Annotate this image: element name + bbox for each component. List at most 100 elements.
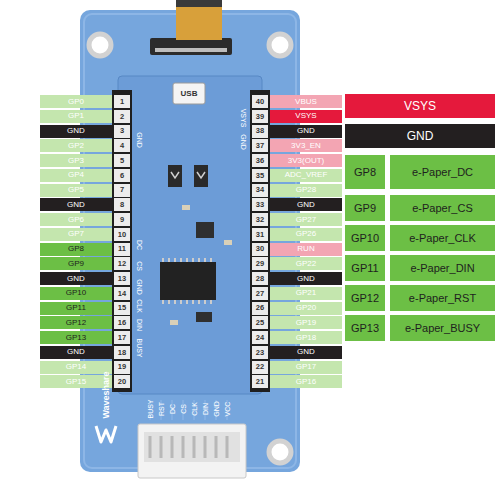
pin-label: 39 bbox=[256, 113, 264, 121]
pin-name-box: GP0 bbox=[40, 95, 112, 108]
pin-label: 18 bbox=[118, 349, 126, 357]
epaper-signal-box: e-Paper_RST bbox=[390, 285, 495, 311]
pin-label: 27 bbox=[256, 290, 264, 298]
pin-label: 29 bbox=[256, 260, 264, 268]
pin-label: 2 bbox=[120, 113, 124, 121]
pin-number-box: 13 bbox=[114, 272, 130, 285]
pin-name-box: GP26 bbox=[270, 228, 342, 241]
pin-label: 5 bbox=[120, 157, 124, 165]
pin-number-box: 31 bbox=[252, 228, 268, 241]
pin-label: 9 bbox=[120, 216, 124, 224]
smd-capacitor bbox=[224, 240, 232, 245]
gpio-key-box: GP11 bbox=[345, 255, 385, 281]
pin-label: 3V3_EN bbox=[291, 142, 321, 150]
pin-label: 16 bbox=[118, 319, 126, 327]
pin-number-box: 23 bbox=[252, 346, 268, 359]
pin-name-box: GP21 bbox=[270, 287, 342, 300]
pin-label: 25 bbox=[256, 319, 264, 327]
pin-name-box: GP5 bbox=[40, 184, 112, 197]
pin-name-box: GP19 bbox=[270, 316, 342, 329]
ic-pins bbox=[163, 258, 211, 304]
pin-number-box: 11 bbox=[114, 243, 130, 256]
pin-label: GP22 bbox=[296, 260, 316, 268]
pin-name-box: VBUS bbox=[270, 95, 342, 108]
pin-label: 34 bbox=[256, 186, 264, 194]
epaper-signal-box: e-Paper_CS bbox=[390, 195, 495, 221]
fpc-connector bbox=[150, 38, 232, 55]
pin-name-box: GND bbox=[40, 198, 112, 211]
pin-number-box: 10 bbox=[114, 228, 130, 241]
pin-number-box: 7 bbox=[114, 184, 130, 197]
pin-label: 12 bbox=[118, 260, 126, 268]
pin-number-box: 1 bbox=[114, 95, 130, 108]
pin-number-box: 40 bbox=[252, 95, 268, 108]
pin-name-box: GP2 bbox=[40, 139, 112, 152]
pin-name-box: GP4 bbox=[40, 169, 112, 182]
pin-name-box: GP27 bbox=[270, 213, 342, 226]
pin-label: e-Paper_CLK bbox=[409, 233, 476, 244]
pin-name-box: ADC_VREF bbox=[270, 169, 342, 182]
pin-label: 35 bbox=[256, 172, 264, 180]
pin-number-box: 15 bbox=[114, 302, 130, 315]
pin-label: 11 bbox=[118, 245, 126, 253]
pin-label: 7 bbox=[120, 186, 124, 194]
pin-label: 23 bbox=[256, 349, 264, 357]
board-outline bbox=[80, 10, 300, 472]
pin-name-box: GP20 bbox=[270, 302, 342, 315]
pico-module bbox=[118, 76, 262, 394]
pin-label: RUN bbox=[297, 245, 314, 253]
pin-label: 30 bbox=[256, 245, 264, 253]
pin-name-box: RUN bbox=[270, 243, 342, 256]
fpc-latch bbox=[155, 48, 227, 52]
pin-label: 22 bbox=[256, 363, 264, 371]
silkscreen-label: GND bbox=[136, 132, 143, 148]
pin-label: GP10 bbox=[66, 289, 86, 297]
ribbon-cable bbox=[176, 0, 222, 40]
pin-label: 24 bbox=[256, 334, 264, 342]
pin-number-box: 33 bbox=[252, 198, 268, 211]
pin-label: 26 bbox=[256, 304, 264, 312]
silkscreen-label: CS bbox=[180, 404, 187, 414]
pin-number-box: 18 bbox=[114, 346, 130, 359]
pin-label: GND bbox=[67, 127, 85, 135]
connector-pins bbox=[150, 436, 227, 458]
pin-label: 31 bbox=[256, 231, 264, 239]
pin-label: GP9 bbox=[354, 203, 376, 214]
pin-number-box: 28 bbox=[252, 272, 268, 285]
mounting-hole bbox=[269, 34, 291, 56]
silkscreen-label: GND bbox=[240, 134, 247, 150]
pin-label: GP6 bbox=[68, 216, 84, 224]
pin-name-box: GP13 bbox=[40, 331, 112, 344]
pin-name-box: GND bbox=[40, 125, 112, 138]
regulator-chip bbox=[196, 222, 214, 238]
pin-label: GP10 bbox=[351, 233, 379, 244]
pin-number-box: 21 bbox=[252, 375, 268, 388]
pin-label: e-Paper_CS bbox=[412, 203, 473, 214]
pin-label: GP14 bbox=[66, 363, 86, 371]
pin-label: 38 bbox=[256, 127, 264, 135]
pin-label: 4 bbox=[120, 142, 124, 150]
chip-component bbox=[194, 165, 208, 187]
pin-label: GP11 bbox=[351, 263, 378, 274]
pin-name-box: GND bbox=[270, 198, 342, 211]
pin-name-box: GP6 bbox=[40, 213, 112, 226]
pin-name-box: GP22 bbox=[270, 257, 342, 270]
silkscreen-label: DC bbox=[169, 404, 176, 414]
pin-number-box: 12 bbox=[114, 257, 130, 270]
pin-label: 15 bbox=[118, 304, 126, 312]
pin-number-box: 35 bbox=[252, 169, 268, 182]
mounting-hole bbox=[89, 34, 111, 56]
pin-label: GP11 bbox=[66, 304, 86, 312]
power-key-box: GND bbox=[345, 124, 495, 148]
pin-name-box: GP9 bbox=[40, 257, 112, 270]
pin-label: GP4 bbox=[68, 171, 84, 179]
pin-label: GP15 bbox=[66, 378, 86, 386]
epaper-signal-box: e-Paper_DC bbox=[390, 155, 495, 189]
pin-number-box: 38 bbox=[252, 125, 268, 138]
pin-label: 1 bbox=[120, 98, 124, 106]
pin-label: 28 bbox=[256, 275, 264, 283]
pin-label: GP13 bbox=[351, 323, 379, 334]
pin-label: GP1 bbox=[68, 112, 84, 120]
pin-label: GND bbox=[407, 130, 434, 142]
pin-name-box: GP11 bbox=[40, 302, 112, 315]
